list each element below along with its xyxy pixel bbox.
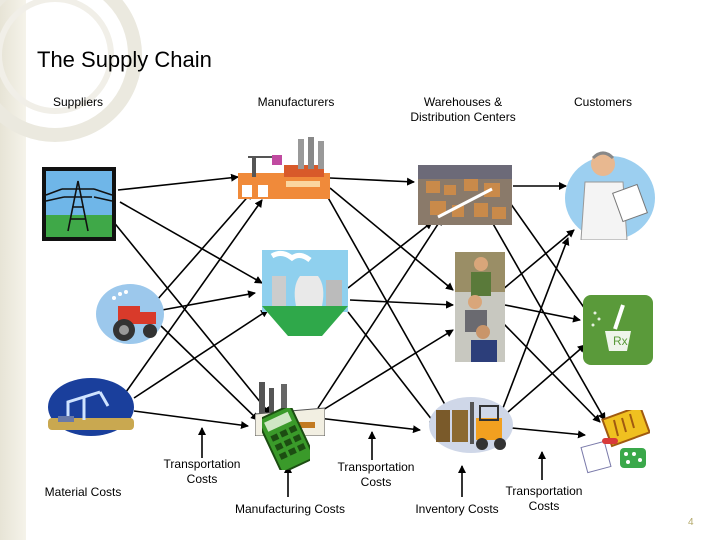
arrow-oil-to-industrial: [133, 410, 249, 430]
svg-text:Rx: Rx: [613, 334, 628, 348]
warehouse-icon: [418, 165, 512, 225]
arrow-factory-to-warehouse: [329, 177, 415, 186]
arrow-industrial-to-forklift: [317, 417, 421, 434]
arrow-powerplant-to-forklift: [347, 311, 437, 426]
arrow-power-to-industrial: [111, 219, 271, 415]
power-plant-icon: [262, 250, 348, 336]
transportation-costs-2-line1: Transportation: [337, 460, 415, 474]
arrow-tractor-to-powerplant: [161, 290, 256, 311]
manufacturing-costs-label: Manufacturing Costs: [234, 502, 346, 516]
arrow-workers-to-pharmacy: [504, 304, 581, 323]
arrow-industrial-to-warehouse: [317, 217, 443, 409]
arrow-factory-to-workers: [329, 187, 454, 291]
transportation-costs-1-line1: Transportation: [163, 457, 241, 471]
slide-title: The Supply Chain: [37, 47, 212, 72]
column-header-manufacturers: Manufacturers: [257, 95, 335, 109]
arrow-oil-to-factory: [125, 199, 263, 393]
oil-pump-icon: [48, 378, 134, 436]
arrow-oil-to-powerplant: [133, 309, 269, 399]
workers-icon: [455, 252, 505, 362]
transportation-costs-label-2: Transportation Costs: [334, 460, 418, 490]
doctor-icon: [565, 151, 655, 240]
warehouses-label-line2: Distribution Centers: [410, 110, 516, 124]
arrow-powerplant-to-warehouse: [347, 221, 433, 289]
arrow-power-to-factory: [117, 173, 239, 191]
arrow-powerplant-to-workers: [349, 299, 454, 309]
transportation-costs-2-line2: Costs: [360, 475, 392, 489]
arrow-tractor-to-industrial: [159, 324, 259, 421]
arrow-forklift-to-pharmacy: [507, 344, 586, 413]
warehouses-label-line1: Warehouses &: [423, 95, 503, 109]
transportation-costs-3-line1: Transportation: [505, 484, 583, 498]
transportation-costs-label-1: Transportation Costs: [160, 457, 244, 487]
column-header-warehouses: Warehouses & Distribution Centers: [388, 95, 538, 125]
transportation-costs-1-line2: Costs: [186, 472, 218, 486]
factory-icon: [238, 137, 330, 199]
material-costs-label: Material Costs: [44, 485, 122, 499]
arrow-workers-to-medicine: [499, 319, 601, 423]
medicine-icon: [580, 410, 650, 474]
arrow-power-to-powerplant: [119, 201, 263, 284]
arrow-forklift-to-medicine: [511, 427, 586, 439]
pharmacy-icon: Rx: [583, 295, 653, 365]
arrow-industrial-to-workers: [317, 329, 454, 414]
column-header-suppliers: Suppliers: [52, 95, 104, 109]
arrow-warehouse-to-pharmacy: [507, 199, 591, 317]
arrow-forklift-to-doctor: [502, 237, 570, 409]
inventory-costs-label: Inventory Costs: [415, 502, 499, 516]
column-header-customers: Customers: [573, 95, 632, 109]
arrow-tractor-to-factory: [156, 191, 253, 301]
transportation-costs-label-3: Transportation Costs: [502, 484, 586, 514]
power-tower-icon: [42, 167, 116, 241]
tractor-icon: [96, 284, 164, 344]
forklift-icon: [429, 397, 513, 453]
transportation-costs-3-line2: Costs: [528, 499, 560, 513]
arrow-warehouse-to-medicine: [491, 221, 606, 421]
page-number: 4: [688, 517, 694, 528]
calculator-icon: [262, 408, 310, 470]
